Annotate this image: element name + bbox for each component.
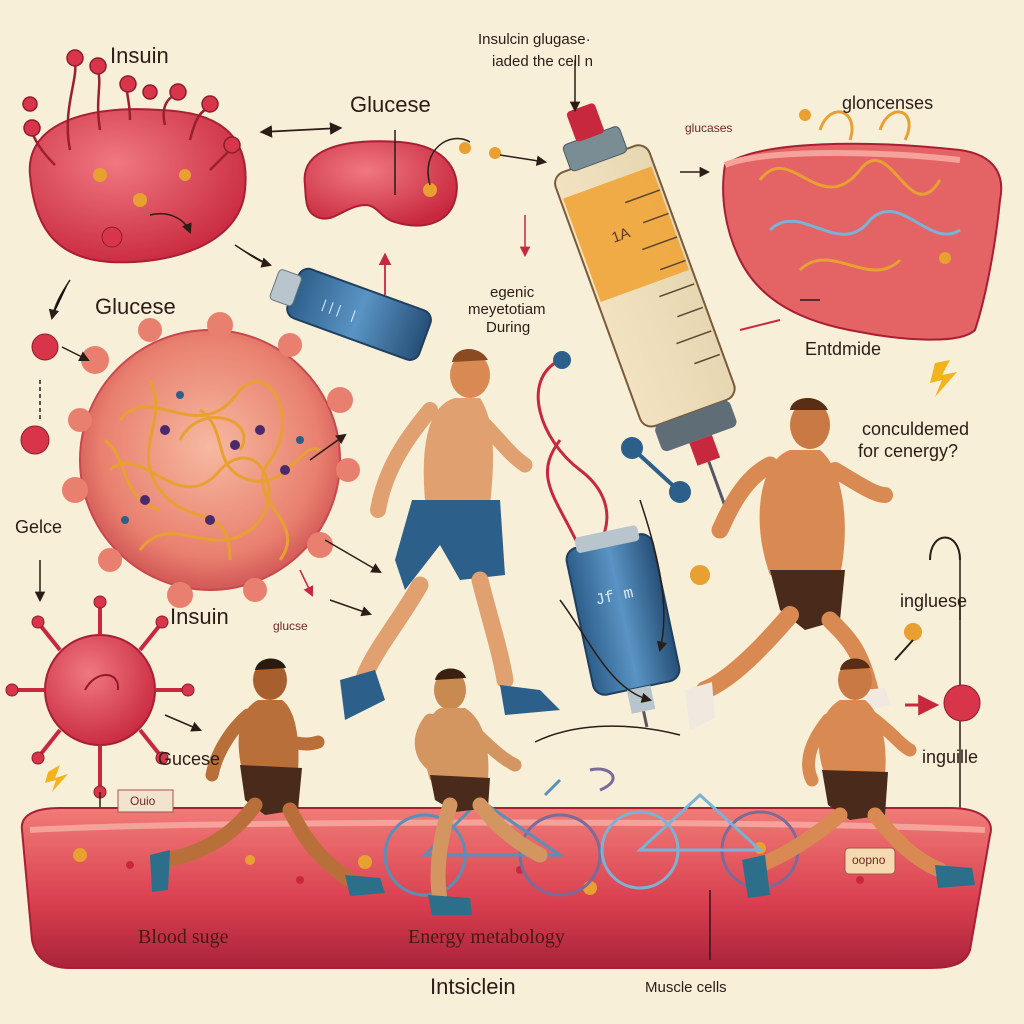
blue-vial: Jf m: [565, 525, 681, 728]
insulin-syringe: [554, 103, 737, 517]
label-gloncenses: gloncenses: [842, 93, 934, 113]
label-syringe-caption-1: Insulcin glugase·: [478, 31, 591, 48]
glucose-cell: [303, 130, 548, 227]
glucose-storage-cell: [62, 312, 360, 608]
label-small-sign: Ouio: [130, 794, 156, 808]
label-intsiclein: Intsiclein: [430, 974, 516, 999]
runner-bottom-left: [150, 658, 385, 896]
label-insulin-mid: Insuin: [170, 604, 229, 629]
label-energy-metabology: Energy metabology: [408, 926, 565, 948]
runner-bottom-right: [742, 658, 975, 898]
label-glucose-top: Glucese: [350, 92, 431, 117]
label-entdmide: Entdmide: [805, 339, 882, 359]
tissue-organ: [722, 109, 1003, 341]
label-ingluese: ingluese: [900, 591, 968, 611]
running-person-right: [685, 397, 893, 730]
label-glucose-small: glucse: [273, 619, 308, 633]
label-tag-right: oopno: [852, 853, 886, 867]
label-inguille: inguille: [922, 747, 979, 767]
label-glucese-lower: Gucese: [158, 749, 221, 769]
right-molecules: [894, 536, 981, 808]
lightning-icon: [45, 765, 68, 792]
label-gelce: Gelce: [15, 517, 63, 537]
label-glucose-left: Glucese: [95, 294, 176, 319]
insulin-vial: ||| |: [269, 267, 432, 361]
insulin-spiky-cell: [5, 595, 195, 870]
insulin-receptor-cell: [22, 49, 247, 264]
label-glucases: glucases: [685, 121, 733, 135]
glucose-molecules-left: [20, 279, 90, 603]
label-blood-sugar: Blood suge: [138, 926, 229, 948]
label-concluded-1: conculdemed: [862, 419, 970, 439]
label-syringe-caption-2: iaded the cell n: [492, 53, 593, 70]
label-energy-caption-1: egenic: [490, 284, 535, 301]
walking-person: [340, 348, 560, 720]
label-insulin-top: Insuin: [110, 43, 169, 68]
label-concluded-2: for cenergy?: [858, 441, 959, 461]
label-energy-caption-2: meyetotiam: [468, 301, 546, 318]
lightning-icon: [930, 360, 957, 397]
label-energy-caption-3: During: [486, 319, 531, 336]
label-muscle-cells: Muscle cells: [645, 979, 727, 996]
runner-bottom-middle: [414, 668, 548, 915]
